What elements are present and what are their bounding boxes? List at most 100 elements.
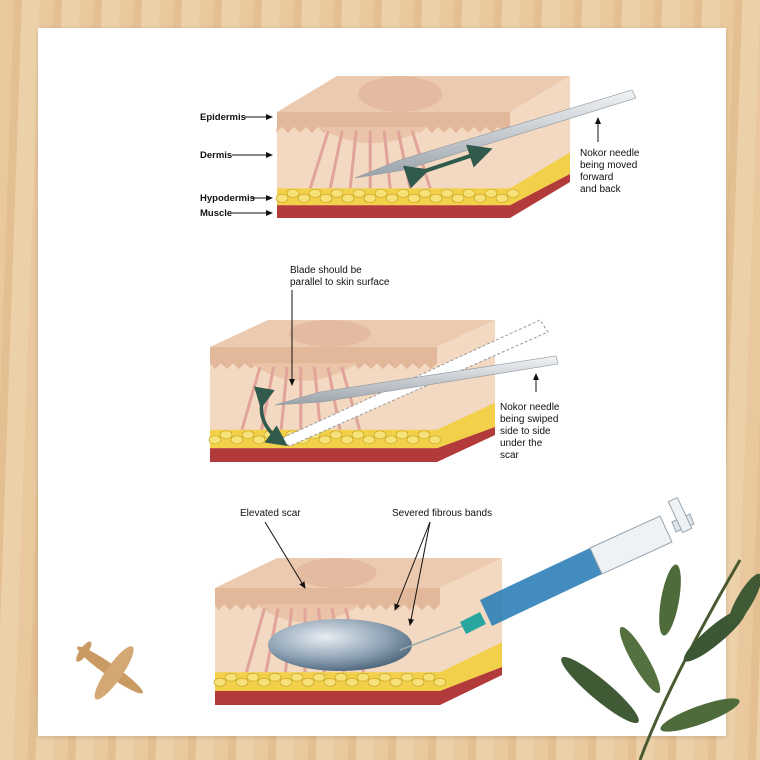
svg-text:being moved: being moved (580, 160, 637, 171)
svg-text:Nokor needle: Nokor needle (500, 402, 560, 413)
olive-branch-decoration (561, 559, 760, 760)
label-hypodermis: Hypodermis (200, 193, 255, 204)
skin-block (213, 558, 502, 705)
side-fat (510, 152, 570, 206)
fat-cell (312, 672, 326, 682)
fat-cell (323, 677, 337, 687)
fat-cell (367, 677, 381, 687)
fat-cell (385, 193, 399, 203)
fat-cell (389, 677, 403, 687)
svg-text:parallel to skin surface: parallel to skin surface (290, 277, 390, 288)
fat-cell (268, 672, 282, 682)
fat-cell (213, 677, 227, 687)
fat-cell (396, 188, 410, 198)
syringe (399, 496, 695, 651)
fat-cell (345, 677, 359, 687)
skin-block (275, 76, 570, 218)
fat-cell (406, 435, 420, 445)
fibrous-band (382, 130, 392, 189)
fat-cell (495, 193, 509, 203)
label-elevated-scar: Elevated scar (240, 508, 301, 519)
fibrous-band (340, 366, 362, 431)
svg-text:under the: under the (500, 438, 543, 449)
side-muscle (437, 427, 495, 462)
svg-text:and back: and back (580, 184, 622, 195)
filler-deposit (268, 619, 412, 671)
fat-cell (329, 430, 343, 440)
fat-cell (411, 677, 425, 687)
layer-labels: Epidermis Dermis Hypodermis Muscle (200, 112, 273, 219)
fat-cell (363, 193, 377, 203)
scar-top (358, 76, 443, 112)
fat-cell (297, 193, 311, 203)
callout-1: Nokor needle being moved forward and bac… (580, 148, 640, 195)
fat-cell (319, 193, 333, 203)
fat-cell (429, 193, 443, 203)
fat-cell (417, 430, 431, 440)
fat-cell (340, 435, 354, 445)
fat-cell (286, 188, 300, 198)
fibrous-band (348, 130, 358, 189)
fat-cell (330, 188, 344, 198)
scar-tissue (255, 604, 362, 623)
fibrous-band (245, 607, 266, 673)
fat-cell (484, 188, 498, 198)
fat-cell (428, 435, 442, 445)
fat-cell (440, 188, 454, 198)
fat-cell (473, 193, 487, 203)
fibrous-band (328, 130, 344, 189)
fat-cell (356, 672, 370, 682)
fat-cell (373, 430, 387, 440)
muscle-layer (210, 448, 437, 462)
fat-cell (208, 435, 222, 445)
svg-text:being swiped: being swiped (500, 414, 558, 425)
fat-cell (433, 677, 447, 687)
label-severed-bands: Severed fibrous bands (392, 508, 492, 519)
fat-cell (246, 672, 260, 682)
fat-cell (506, 188, 520, 198)
label-muscle: Muscle (200, 208, 232, 219)
fat-cell (362, 435, 376, 445)
fat-cell (241, 430, 255, 440)
fat-cell (351, 430, 365, 440)
scar-tissue (318, 126, 429, 144)
scar-tissue (250, 363, 358, 381)
fat-cell (290, 672, 304, 682)
side-muscle (440, 667, 502, 705)
fat-cell (257, 677, 271, 687)
svg-text:scar: scar (500, 450, 520, 461)
fat-cell (219, 430, 233, 440)
svg-text:forward: forward (580, 172, 613, 183)
fat-cell (374, 188, 388, 198)
fat-cell (252, 435, 266, 445)
side-fat (437, 402, 495, 449)
svg-text:Nokor needle: Nokor needle (580, 148, 640, 159)
fat-cell (395, 430, 409, 440)
label-dermis: Dermis (200, 150, 232, 161)
fat-cell (224, 672, 238, 682)
swipe-arrow (254, 386, 288, 447)
toy-airplane-decoration (76, 641, 143, 700)
fat-cell (451, 193, 465, 203)
fat-cell (378, 672, 392, 682)
muscle-layer (277, 205, 510, 218)
fat-cell (400, 672, 414, 682)
fat-cell (407, 193, 421, 203)
fat-cell (462, 188, 476, 198)
fat-cell (230, 435, 244, 445)
callout-blade: Blade should be parallel to skin surface (290, 265, 390, 288)
fat-cell (308, 188, 322, 198)
fibrous-band (308, 130, 330, 189)
side-muscle (510, 174, 570, 218)
fat-cell (418, 188, 432, 198)
fat-cell (384, 435, 398, 445)
fat-cell (352, 188, 366, 198)
scar-top (295, 558, 377, 588)
callout-2: Nokor needle being swiped side to side u… (500, 402, 560, 461)
muscle-layer (215, 690, 440, 705)
label-epidermis: Epidermis (200, 112, 246, 123)
fat-cell (279, 677, 293, 687)
fibrous-band (240, 366, 262, 431)
scar-top (288, 320, 371, 347)
